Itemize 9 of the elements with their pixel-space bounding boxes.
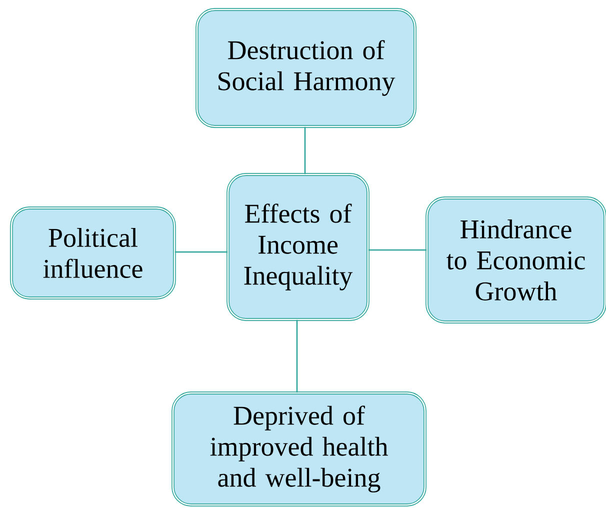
connector-line xyxy=(296,320,298,393)
topic-box: Effects of Income Inequality xyxy=(226,173,370,321)
topic-box: Political influence xyxy=(10,206,176,300)
connector-line xyxy=(304,126,306,174)
topic-box: Deprived of improved health and well-being xyxy=(172,392,426,506)
connector-line xyxy=(368,249,427,251)
topic-box: Destruction of Social Harmony xyxy=(196,8,416,128)
topic-box: Hindrance to Economic Growth xyxy=(426,196,606,324)
connector-line xyxy=(174,251,228,253)
